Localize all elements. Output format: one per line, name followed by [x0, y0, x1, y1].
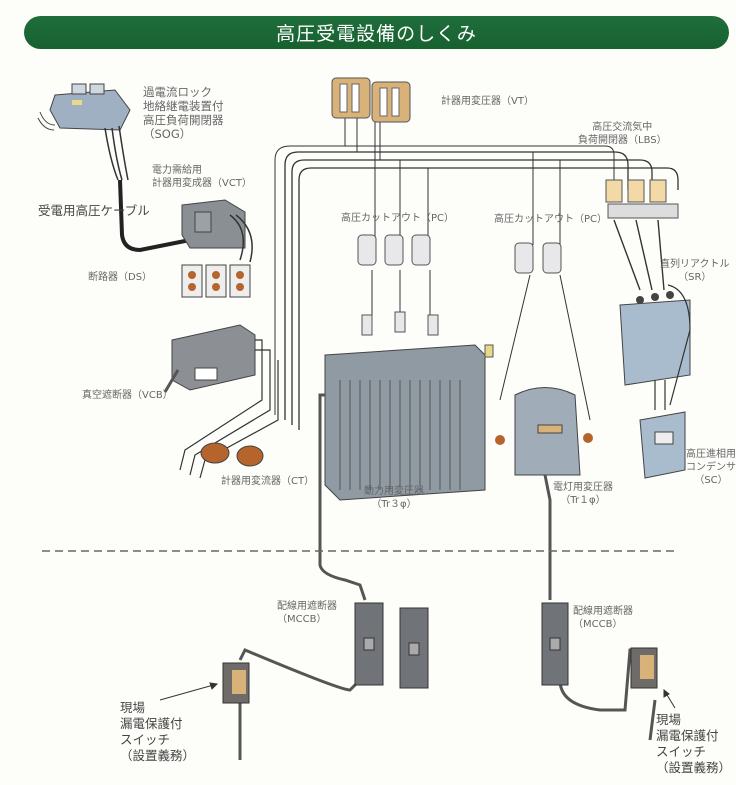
pc-cutouts [357, 234, 562, 274]
label-elcb-left: 現場漏電保護付スイッチ（設置義務） [120, 700, 196, 763]
page-title: 高圧受電設備のしくみ [276, 23, 477, 45]
sc-capacitor [639, 411, 686, 479]
lbs-switch [605, 179, 679, 219]
label-lbs: 高圧交流気中負荷開閉器（LBS） [578, 122, 667, 146]
sr-reactor [619, 291, 691, 386]
label-pc-left: 高圧カットアウト（PC） [341, 213, 455, 224]
elcb-left [222, 662, 250, 704]
label-tr1: 電灯用変圧器（Tr１φ） [553, 482, 613, 506]
vcb-ct-wires [179, 339, 279, 479]
label-vt: 計器用変圧器（VT） [441, 96, 534, 107]
label-mccb-left: 配線用遮断器（MCCB） [277, 601, 337, 625]
tr3-transformer [324, 311, 494, 501]
label-ds: 断路器（DS） [88, 272, 153, 283]
pc-drop-wires [344, 110, 591, 421]
vcb-breaker [163, 324, 256, 393]
label-sc: 高圧進相用コンデンサ（SC） [686, 449, 736, 486]
ds-switch [181, 264, 251, 298]
label-mccb-right: 配線用遮断器（MCCB） [573, 606, 633, 630]
vct-unit [181, 199, 253, 263]
ct-unit [200, 442, 264, 467]
label-elcb-right: 現場漏電保護付スイッチ（設置義務） [656, 712, 732, 775]
mccb-left [354, 602, 429, 689]
sog-switch [37, 83, 131, 181]
title-banner: 高圧受電設備のしくみ [24, 16, 729, 49]
tr1-transformer [495, 387, 593, 476]
lbs-sr-wires [613, 219, 665, 291]
label-tr3: 動力用変圧器（Tr３φ） [364, 486, 424, 510]
bus-wires [274, 145, 679, 430]
label-vct: 電力需給用計器用変成器（VCT） [152, 165, 252, 189]
label-sog: 過電流ロック地絡継電装置付高圧負荷開閉器（SOG） [143, 85, 224, 141]
label-ct: 計器用変流器（CT） [221, 476, 315, 487]
pointer-arrows [159, 682, 676, 709]
label-hv-cable: 受電用高圧ケーブル [38, 203, 150, 218]
vt-unit [331, 77, 411, 123]
secondary-cables [238, 393, 657, 760]
label-vcb: 真空遮断器（VCB） [82, 390, 173, 401]
label-sr: 直列リアクトル（SR） [660, 259, 730, 283]
sr-sc-wires [654, 284, 691, 410]
mccb-right [541, 602, 569, 686]
label-pc-right: 高圧カットアウト（PC） [494, 214, 608, 225]
elcb-right [630, 647, 658, 689]
hv-cable [118, 179, 191, 253]
